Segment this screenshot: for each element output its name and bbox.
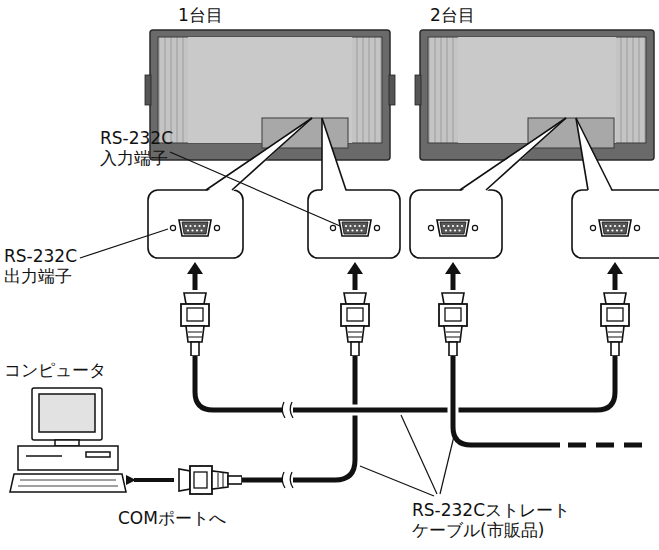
callout-label: RS-232Cストレート ケーブル(市販品) [412, 500, 584, 541]
com-arrow [134, 478, 174, 482]
rs232c-ports [170, 220, 639, 236]
terminal-callouts [148, 118, 659, 258]
cable-break-marks [282, 402, 293, 488]
callout-label: RS-232C 出力端子 [4, 246, 96, 287]
straight-cables [195, 356, 642, 480]
callout-label: 2台目 [430, 5, 475, 25]
callout-label: RS-232C 入力端子 [100, 128, 192, 169]
cable-plugs [179, 293, 629, 494]
leader-lines [80, 152, 455, 496]
display-1 [145, 30, 395, 160]
computer-icon [10, 388, 126, 492]
callout-label: COMポートへ [118, 508, 226, 528]
callout-label: コンピュータ [4, 360, 106, 380]
insert-arrows [187, 262, 623, 290]
callout-label: 1台目 [178, 5, 223, 25]
